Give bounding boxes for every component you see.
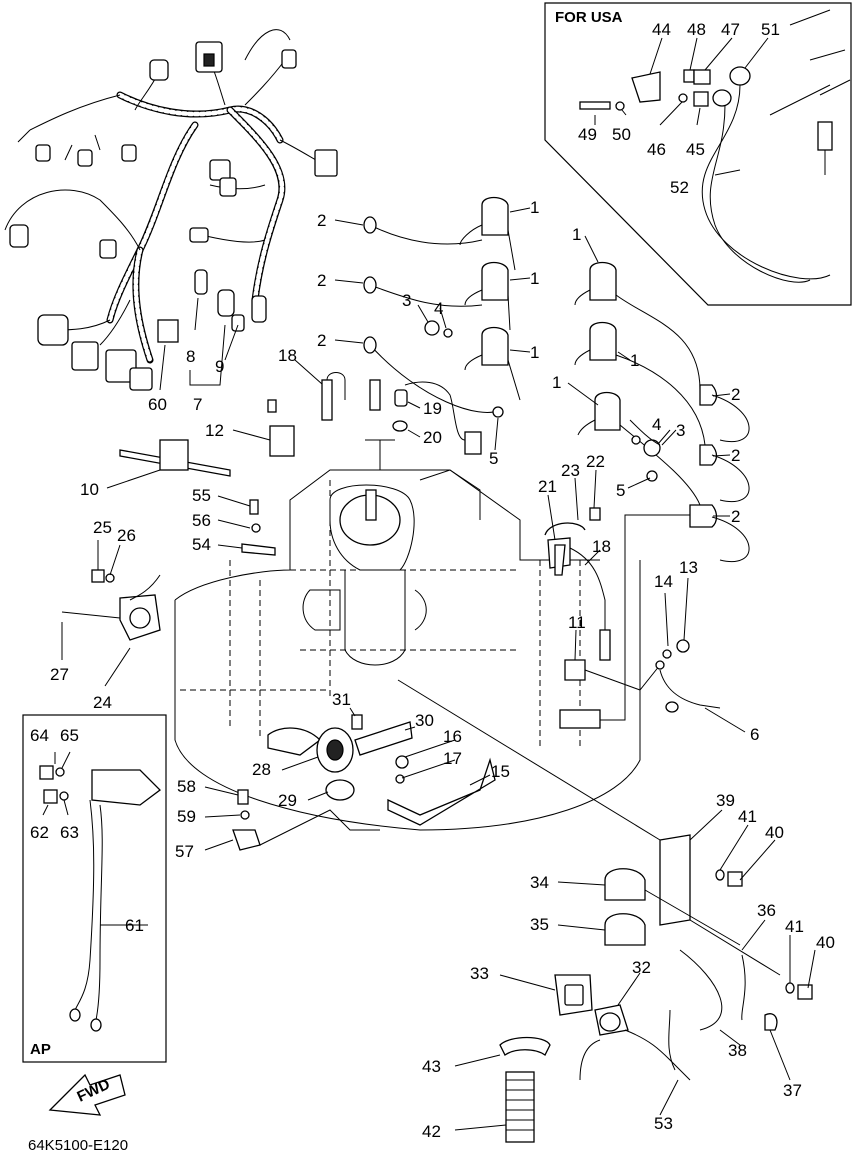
callout-33: 33 [470,964,489,983]
callout-2: 2 [731,385,740,404]
callout-10: 10 [80,480,99,499]
callout-38: 38 [728,1041,747,1060]
callout-3: 3 [676,421,685,440]
lower-parts [232,679,661,851]
callout-32: 32 [632,958,651,977]
callout-28: 28 [252,760,271,779]
callout-45: 45 [686,140,705,159]
callout-30: 30 [415,711,434,730]
callout-31: 31 [332,690,351,709]
callout-12: 12 [205,421,224,440]
relays-and-starter [499,834,813,1143]
for-usa-title: FOR USA [555,9,623,26]
callout-21: 21 [538,477,557,496]
callout-57: 57 [175,842,194,861]
callout-2: 2 [317,271,326,290]
callout-27: 27 [50,665,69,684]
callout-labels: 44 48 47 51 49 50 46 45 52 1 1 1 1 1 1 2… [30,20,835,1141]
callout-19: 19 [423,399,442,418]
callout-59: 59 [177,807,196,826]
leader-lines [61,207,816,1131]
callout-56: 56 [192,511,211,530]
callout-54: 54 [192,535,211,554]
callout-62: 62 [30,823,49,842]
callout-49: 49 [578,125,597,144]
callout-5: 5 [489,449,498,468]
callout-15: 15 [491,762,510,781]
callout-24: 24 [93,693,112,712]
sensors-and-brackets [61,372,721,729]
callout-8: 8 [186,347,195,366]
callout-4: 4 [434,299,443,318]
callout-46: 46 [647,140,666,159]
callout-40: 40 [816,933,835,952]
callout-1: 1 [530,198,539,217]
diagram-code: 64K5100-E120 [28,1137,128,1154]
callout-55: 55 [192,486,211,505]
callout-18: 18 [592,537,611,556]
callout-4: 4 [652,415,661,434]
callout-13: 13 [679,558,698,577]
for-usa-inset: FOR USA [544,2,852,306]
callout-58: 58 [177,777,196,796]
callout-1: 1 [530,269,539,288]
ap-inset: AP [22,714,167,1063]
callout-1: 1 [572,225,581,244]
callout-39: 39 [716,791,735,810]
callout-63: 63 [60,823,79,842]
callout-48: 48 [687,20,706,39]
callout-17: 17 [443,749,462,768]
callout-18: 18 [278,346,297,365]
fwd-arrow: FWD [48,1073,126,1116]
callout-14: 14 [654,572,673,591]
ignition-coils [363,196,750,721]
callout-43: 43 [422,1057,441,1076]
callout-53: 53 [654,1114,673,1133]
callout-2: 2 [317,331,326,350]
callout-35: 35 [530,915,549,934]
callout-26: 26 [117,526,136,545]
callout-9: 9 [215,357,224,376]
callout-51: 51 [761,20,780,39]
callout-65: 65 [60,726,79,745]
callout-50: 50 [612,125,631,144]
callout-34: 34 [530,873,549,892]
callout-60: 60 [148,395,167,414]
callout-47: 47 [721,20,740,39]
callout-16: 16 [443,727,462,746]
callout-44: 44 [652,20,671,39]
callout-7: 7 [193,395,202,414]
callout-42: 42 [422,1122,441,1141]
callout-2: 2 [731,446,740,465]
callout-36: 36 [757,901,776,920]
callout-41: 41 [785,917,804,936]
callout-20: 20 [423,428,442,447]
callout-37: 37 [783,1081,802,1100]
callout-1: 1 [552,373,561,392]
callout-2: 2 [317,211,326,230]
callout-6: 6 [750,725,759,744]
callout-11: 11 [568,613,586,632]
callout-41: 41 [738,807,757,826]
callout-3: 3 [402,291,411,310]
callout-1: 1 [530,343,539,362]
callout-23: 23 [561,461,580,480]
callout-1: 1 [630,351,639,370]
callout-52: 52 [670,178,689,197]
callout-29: 29 [278,791,297,810]
callout-25: 25 [93,518,112,537]
callout-22: 22 [586,452,605,471]
callout-2: 2 [731,507,740,526]
wiring-harness [4,29,338,391]
callout-61: 61 [125,916,144,935]
engine-block-outline [174,439,641,831]
callout-5: 5 [616,481,625,500]
ap-title: AP [30,1041,51,1058]
callout-64: 64 [30,726,49,745]
callout-40: 40 [765,823,784,842]
